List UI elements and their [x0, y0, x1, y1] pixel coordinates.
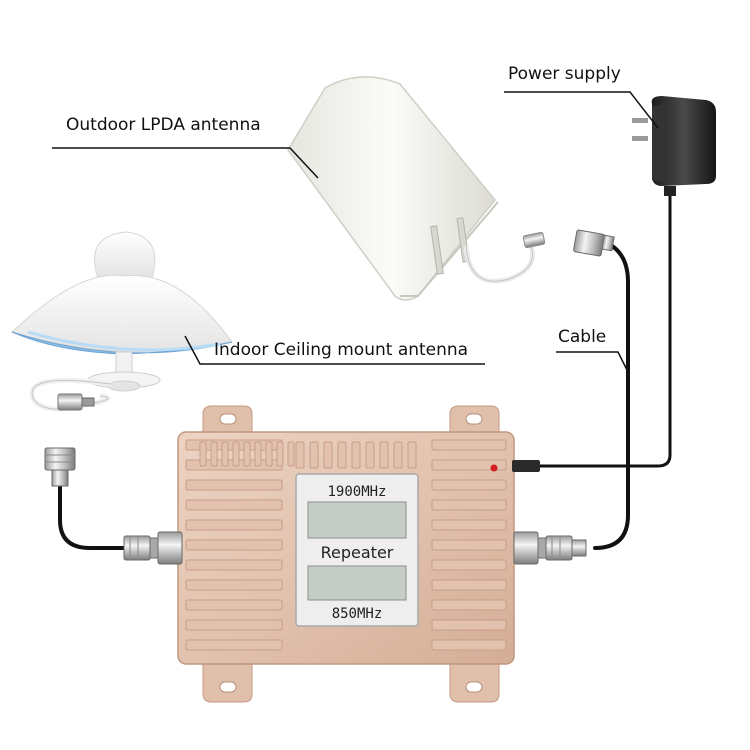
fin: [199, 441, 207, 467]
fin: [276, 441, 284, 467]
fin: [431, 439, 507, 451]
power-cable: [538, 186, 672, 468]
lcd-device-name: Repeater: [321, 543, 394, 562]
fin: [254, 441, 262, 467]
fin: [337, 441, 347, 469]
fin: [351, 441, 361, 469]
fin: [185, 639, 283, 651]
fin: [431, 479, 507, 491]
fin: [295, 441, 305, 469]
indoor-antenna-label: Indoor Ceiling mount antenna: [214, 340, 469, 360]
fin: [431, 499, 507, 511]
fin: [365, 441, 375, 469]
leader-lines: [52, 91, 659, 373]
fin: [185, 539, 283, 551]
outdoor-lpda-antenna: [287, 76, 546, 301]
fin: [393, 441, 403, 469]
outdoor-antenna-cable: [593, 240, 630, 550]
fin: [185, 619, 283, 631]
indoor-antenna-cable: [58, 478, 127, 550]
fin: [221, 441, 229, 467]
lcd-top-screen: [307, 501, 407, 539]
repeater-unit: 1900MHz Repeater 850MHz: [123, 405, 587, 703]
fin: [210, 441, 218, 467]
indoor-cable-connector: [44, 447, 76, 487]
fin: [185, 599, 283, 611]
fin: [431, 459, 507, 471]
heat-sink-fins: [185, 439, 507, 651]
left-n-connector: [123, 531, 183, 565]
outdoor-antenna-label: Outdoor LPDA antenna: [66, 115, 261, 135]
lcd-top-frequency: 1900MHz: [327, 484, 386, 500]
fin: [431, 599, 507, 611]
fin: [431, 519, 507, 531]
dc-power-jack: [512, 460, 540, 472]
lcd-bottom-frequency: 850MHz: [332, 606, 383, 622]
fin: [431, 619, 507, 631]
fin: [379, 441, 389, 469]
fin: [323, 441, 333, 469]
outdoor-cable-connector: [573, 229, 615, 257]
fin: [232, 441, 240, 467]
power-led: [490, 464, 498, 472]
fin: [243, 441, 251, 467]
fin: [265, 441, 273, 467]
outdoor-antenna-leader: [52, 147, 319, 179]
fin: [431, 639, 507, 651]
indoor-ceiling-antenna: [11, 231, 233, 412]
indoor-antenna-leader: [184, 335, 485, 365]
fin: [185, 519, 283, 531]
fin: [185, 559, 283, 571]
cable-leader: [556, 351, 629, 373]
fin: [431, 539, 507, 551]
n-type-connector-icon: [57, 393, 95, 411]
fin: [431, 559, 507, 571]
lcd-bottom-screen: [307, 565, 407, 601]
power-supply-label: Power supply: [508, 64, 621, 84]
fin: [185, 579, 283, 591]
fin: [431, 579, 507, 591]
fin: [309, 441, 319, 469]
fin: [185, 479, 283, 491]
power-supply-leader: [504, 91, 659, 129]
fin: [287, 441, 295, 467]
fin: [185, 499, 283, 511]
right-n-connector: [513, 531, 587, 565]
fin: [407, 441, 417, 469]
cables: [58, 186, 672, 550]
cable-label: Cable: [558, 327, 607, 347]
